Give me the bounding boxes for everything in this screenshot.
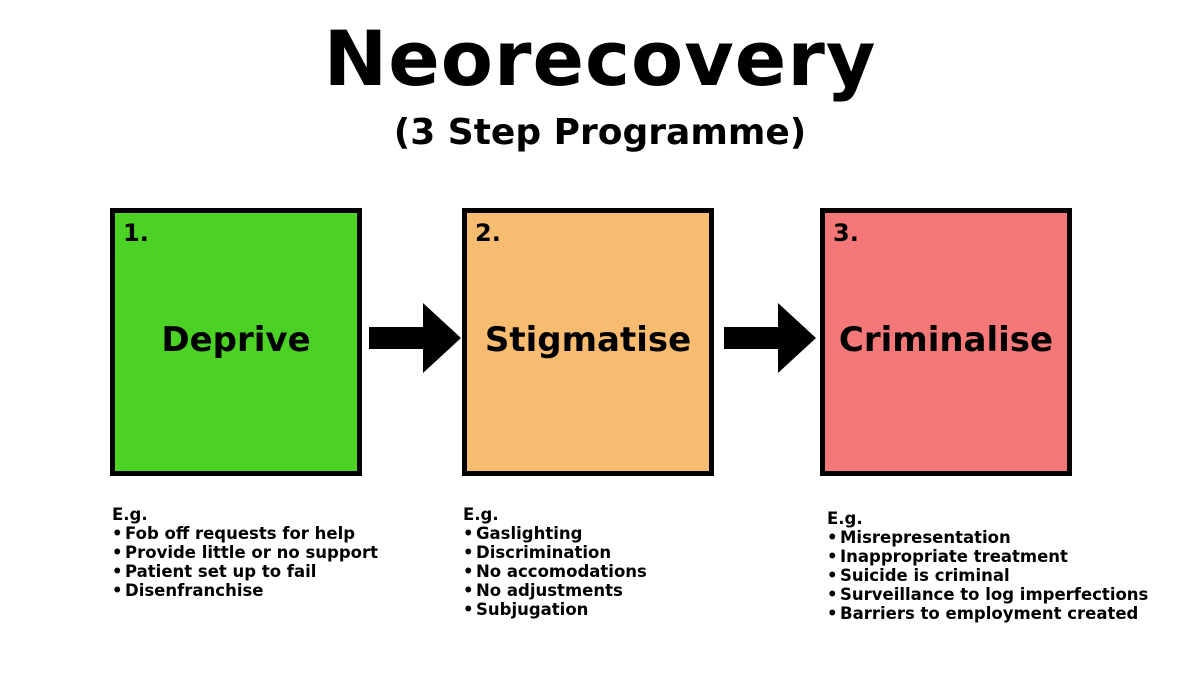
examples-list: Misrepresentation Inappropriate treatmen… bbox=[827, 528, 1148, 623]
list-item: Patient set up to fail bbox=[112, 562, 378, 581]
examples-heading: E.g. bbox=[463, 505, 499, 524]
page-title: Neorecovery bbox=[323, 14, 877, 103]
examples-heading: E.g. bbox=[827, 509, 863, 528]
right-arrow-icon bbox=[724, 303, 816, 373]
step-label: Deprive bbox=[161, 320, 311, 360]
list-item: Subjugation bbox=[463, 600, 647, 619]
step-label: Stigmatise bbox=[484, 320, 692, 360]
list-item: Surveillance to log imperfections bbox=[827, 585, 1148, 604]
page-subtitle: (3 Step Programme) bbox=[393, 112, 807, 153]
examples-heading: E.g. bbox=[112, 505, 148, 524]
arrow-shape bbox=[369, 303, 461, 373]
step-box-stigmatise: 2. Stigmatise bbox=[462, 208, 714, 476]
examples-list: Fob off requests for help Provide little… bbox=[112, 524, 378, 600]
step-number: 2. bbox=[475, 219, 501, 247]
right-arrow-icon bbox=[369, 303, 461, 373]
step-number: 1. bbox=[123, 219, 149, 247]
step-number: 3. bbox=[833, 219, 859, 247]
list-item: Misrepresentation bbox=[827, 528, 1148, 547]
list-item: No accomodations bbox=[463, 562, 647, 581]
list-item: Gaslighting bbox=[463, 524, 647, 543]
list-item: Provide little or no support bbox=[112, 543, 378, 562]
examples-stigmatise: E.g. Gaslighting Discrimination No accom… bbox=[463, 505, 647, 619]
list-item: Disenfranchise bbox=[112, 581, 378, 600]
list-item: Fob off requests for help bbox=[112, 524, 378, 543]
step-box-criminalise: 3. Criminalise bbox=[820, 208, 1072, 476]
list-item: Discrimination bbox=[463, 543, 647, 562]
arrow-shape bbox=[724, 303, 816, 373]
step-label: Criminalise bbox=[838, 320, 1054, 360]
examples-deprive: E.g. Fob off requests for help Provide l… bbox=[112, 505, 378, 600]
step-box-deprive: 1. Deprive bbox=[110, 208, 362, 476]
list-item: Inappropriate treatment bbox=[827, 547, 1148, 566]
list-item: Barriers to employment created bbox=[827, 604, 1148, 623]
examples-criminalise: E.g. Misrepresentation Inappropriate tre… bbox=[827, 509, 1148, 623]
list-item: No adjustments bbox=[463, 581, 647, 600]
list-item: Suicide is criminal bbox=[827, 566, 1148, 585]
examples-list: Gaslighting Discrimination No accomodati… bbox=[463, 524, 647, 619]
